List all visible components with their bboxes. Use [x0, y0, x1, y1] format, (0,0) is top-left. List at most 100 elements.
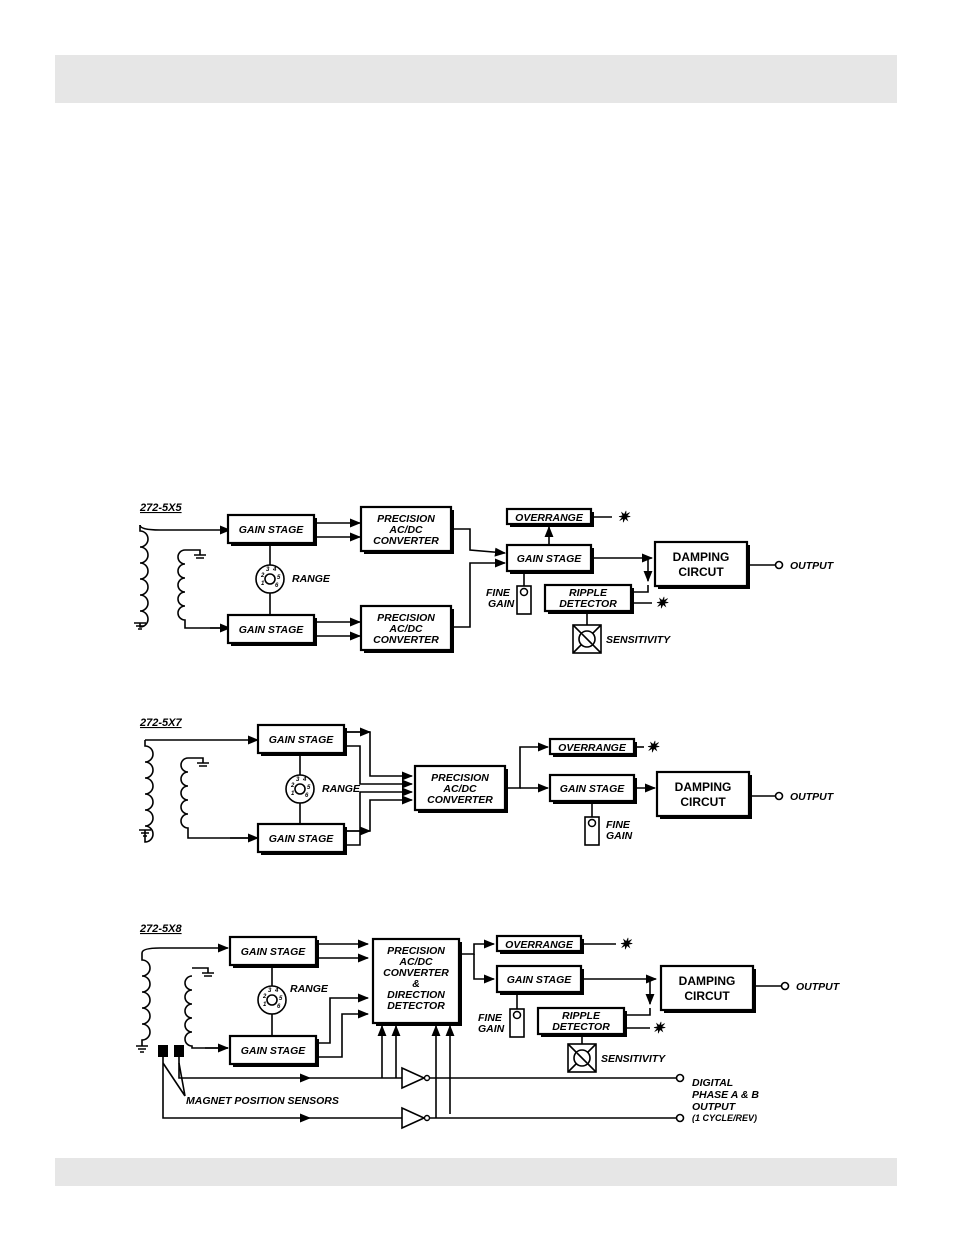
- trim-pot-icon: [519, 587, 529, 597]
- svg-text:&: &: [412, 978, 420, 990]
- output-label: OUTPUT: [790, 791, 835, 803]
- svg-text:RIPPLE: RIPPLE: [562, 1010, 601, 1022]
- model-label: 272-5X7: [139, 717, 182, 729]
- svg-text:3: 3: [296, 777, 300, 783]
- svg-text:(1 CYCLE/REV): (1 CYCLE/REV): [692, 1113, 757, 1123]
- svg-text:CONVERTER: CONVERTER: [427, 794, 493, 806]
- primary-coil: [141, 953, 151, 1046]
- led-icon: ✷: [646, 739, 660, 756]
- svg-text:GAIN STAGE: GAIN STAGE: [239, 524, 305, 536]
- svg-text:GAIN STAGE: GAIN STAGE: [517, 553, 583, 565]
- output-terminal-icon: [675, 1073, 685, 1083]
- svg-text:DAMPING: DAMPING: [679, 974, 736, 988]
- range-label: RANGE: [322, 783, 361, 795]
- svg-text:GAIN: GAIN: [606, 830, 633, 842]
- svg-text:5: 5: [279, 996, 283, 1002]
- led-icon: ✷: [652, 1020, 666, 1037]
- svg-text:6: 6: [275, 583, 279, 589]
- svg-text:OVERRANGE: OVERRANGE: [558, 742, 627, 754]
- svg-text:CIRCUT: CIRCUT: [684, 989, 730, 1003]
- model-label: 272-5X5: [139, 502, 182, 514]
- sensitivity-pot-icon: [572, 624, 602, 654]
- svg-text:PHASE A & B: PHASE A & B: [692, 1089, 759, 1101]
- svg-text:GAIN: GAIN: [478, 1023, 505, 1035]
- damping-circuit: DAMPING CIRCUT: [653, 540, 750, 589]
- sensitivity-pot-icon: [567, 1043, 597, 1073]
- damping-circuit: DAMPING CIRCUT: [659, 964, 756, 1013]
- magnet-sensor-icon: [158, 1045, 168, 1057]
- gain-stage-bottom: GAIN STAGE: [226, 613, 317, 646]
- ground-icon: [139, 829, 151, 837]
- ground-icon: [185, 549, 206, 559]
- sensitivity-label: SENSITIVITY: [606, 634, 671, 646]
- svg-text:GAIN STAGE: GAIN STAGE: [507, 974, 573, 986]
- ground-icon: [188, 757, 209, 767]
- svg-text:CONVERTER: CONVERTER: [373, 634, 439, 646]
- primary-coil: [139, 525, 149, 628]
- svg-text:4: 4: [274, 988, 279, 994]
- svg-text:3: 3: [268, 988, 272, 994]
- svg-text:CIRCUT: CIRCUT: [678, 565, 724, 579]
- overrange-block: OVERRANGE: [495, 934, 584, 954]
- svg-text:4: 4: [272, 567, 277, 573]
- svg-text:DETECTOR: DETECTOR: [387, 1000, 445, 1012]
- converter-direction-detector: PRECISION AC/DC CONVERTER & DIRECTION DE…: [371, 937, 462, 1026]
- svg-text:PRECISION: PRECISION: [431, 772, 489, 784]
- gain-stage-top: GAIN STAGE: [226, 513, 317, 546]
- range-label: RANGE: [290, 983, 329, 995]
- output-label: OUTPUT: [796, 981, 841, 993]
- svg-text:RIPPLE: RIPPLE: [569, 587, 608, 599]
- svg-text:DETECTOR: DETECTOR: [559, 598, 617, 610]
- svg-text:CIRCUT: CIRCUT: [680, 795, 726, 809]
- converter: PRECISION AC/DC CONVERTER: [413, 764, 508, 813]
- svg-text:1: 1: [263, 1002, 267, 1008]
- svg-text:PRECISION: PRECISION: [377, 513, 435, 525]
- gain-stage-bottom: GAIN STAGE: [228, 1034, 319, 1067]
- fine-gain-label: FINE: [486, 587, 511, 599]
- svg-text:AC/DC: AC/DC: [442, 783, 477, 795]
- svg-text:AC/DC: AC/DC: [388, 623, 423, 635]
- sensitivity-label: SENSITIVITY: [601, 1053, 666, 1065]
- led-icon: ✷: [655, 595, 669, 612]
- svg-text:DAMPING: DAMPING: [673, 550, 730, 564]
- output-label: OUTPUT: [790, 560, 835, 572]
- ripple-detector: RIPPLE DETECTOR: [543, 583, 634, 614]
- svg-text:CONVERTER: CONVERTER: [373, 535, 439, 547]
- led-icon: ✷: [619, 936, 633, 953]
- svg-text:GAIN STAGE: GAIN STAGE: [269, 734, 335, 746]
- fine-gain-trim: [516, 585, 532, 615]
- svg-text:6: 6: [305, 793, 309, 799]
- ripple-detector: RIPPLE DETECTOR: [536, 1006, 627, 1037]
- svg-text:PRECISION: PRECISION: [387, 945, 445, 957]
- magnet-sensor-icon: [174, 1045, 184, 1057]
- primary-coil: [144, 740, 154, 843]
- header-band: [55, 55, 897, 103]
- footer-band: [55, 1158, 897, 1186]
- output-terminal-icon: [774, 560, 784, 570]
- overrange-block: OVERRANGE: [548, 737, 637, 757]
- svg-text:OVERRANGE: OVERRANGE: [515, 512, 584, 524]
- trim-pot-icon: [587, 818, 597, 828]
- ground-icon: [134, 622, 146, 630]
- svg-text:DAMPING: DAMPING: [675, 780, 732, 794]
- ground-icon: [136, 1045, 148, 1053]
- svg-text:2: 2: [260, 573, 265, 579]
- svg-text:GAIN STAGE: GAIN STAGE: [241, 946, 307, 958]
- secondary-coil: [180, 757, 256, 839]
- svg-text:AC/DC: AC/DC: [388, 524, 423, 536]
- fine-gain-label: FINE: [606, 819, 631, 831]
- ground-icon: [192, 967, 214, 977]
- svg-text:4: 4: [302, 777, 307, 783]
- svg-text:CONVERTER: CONVERTER: [383, 967, 449, 979]
- svg-text:GAIN STAGE: GAIN STAGE: [241, 1045, 307, 1057]
- model-label: 272-5X8: [139, 923, 182, 935]
- overrange-block: OVERRANGE: [505, 507, 594, 527]
- trim-pot-icon: [512, 1010, 522, 1020]
- svg-text:1: 1: [261, 581, 265, 587]
- svg-text:1: 1: [291, 791, 295, 797]
